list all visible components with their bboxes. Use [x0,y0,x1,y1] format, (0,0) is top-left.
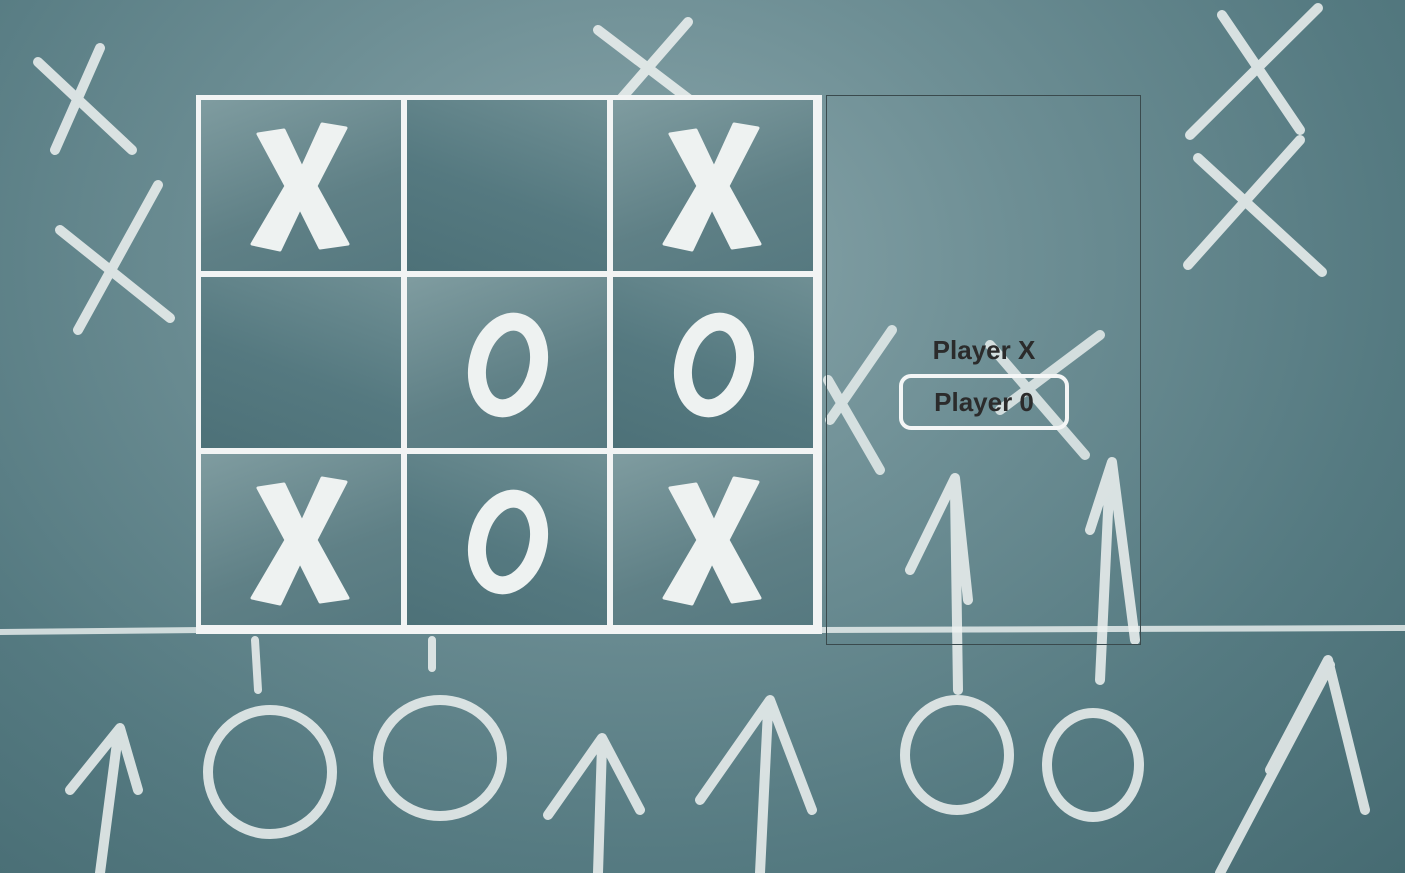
board-cell[interactable]: O [613,277,813,448]
x-mark-icon [662,122,762,251]
player-o-button[interactable]: Player 0 [899,374,1069,430]
board-cell[interactable] [407,100,607,271]
o-mark-icon [468,489,548,594]
board-cell[interactable]: X [201,100,401,271]
o-mark-icon [674,312,754,417]
o-mark-icon [468,312,548,417]
board-cell[interactable]: O [407,277,607,448]
x-mark-icon [250,122,350,251]
x-mark-icon [662,476,762,605]
player-panel: Player X Player 0 [826,95,1141,645]
board-cell[interactable] [201,277,401,448]
player-x-button[interactable]: Player X [932,334,1036,365]
board-cell[interactable]: X [613,100,813,271]
board-cell[interactable]: X [201,454,401,625]
board-cell[interactable]: O [407,454,607,625]
board-cell[interactable]: X [613,454,813,625]
x-mark-icon [250,476,350,605]
game-board: X X O O X O X [196,95,822,634]
